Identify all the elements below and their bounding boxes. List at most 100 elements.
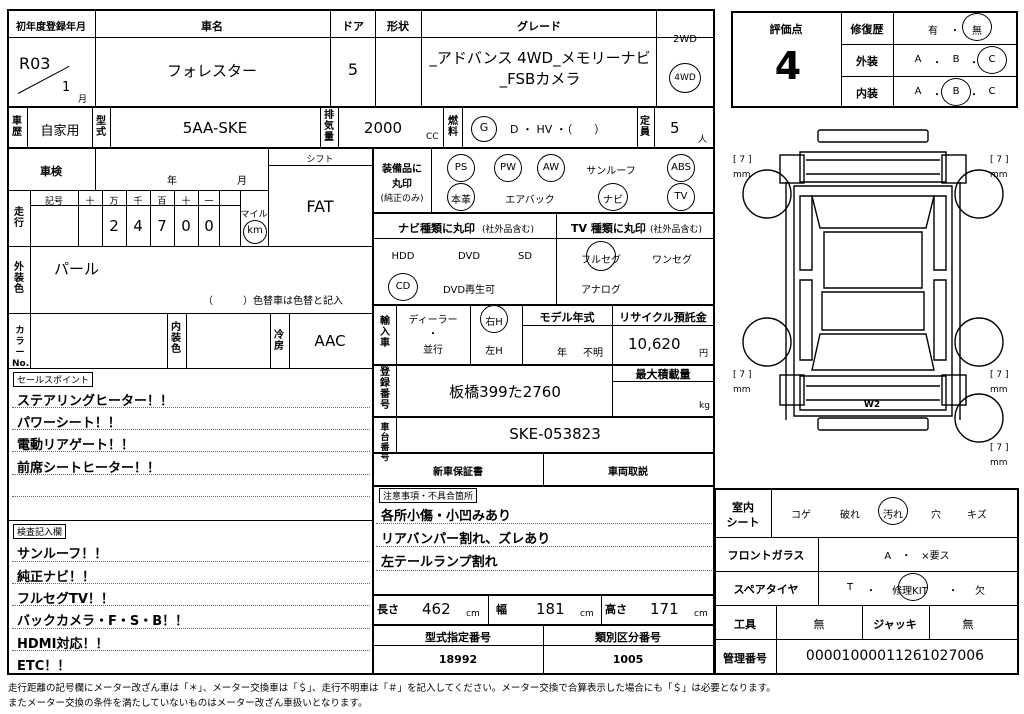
ext-grade-a: A [914,54,922,65]
ext-grade-c: C [988,54,996,65]
evaluation-box [731,11,1018,108]
digit-label-1: 十 [85,197,95,207]
ext-grade-sep2: ・ [969,58,979,69]
spare-none: 欠 [975,586,985,597]
spare-label: スペアタイヤ [733,583,799,596]
mile-label: マイル [240,210,268,220]
navi-dvd-playback: DVD再生可 [442,285,496,296]
int-grade-c: C [988,86,996,97]
capacity-label: 定員 [640,116,650,138]
mm-mark-4: [ 7 ] [990,370,1009,380]
sales-line-4: 前席シートヒーター！！ [17,461,161,476]
seat-label-2: シート [726,516,760,529]
jack-value: 無 [962,618,974,631]
height-cm: cm [694,609,708,619]
repair-yes: 有 [928,26,938,37]
usage-label: 車歴 [12,116,22,138]
ac-label: 冷房 [274,330,284,352]
equip-sunroof: サンルーフ [586,166,636,177]
seat-tear: 破れ [840,510,860,521]
max-load-kg: kg [699,401,710,411]
tv-sub: (社外品含む) [650,225,703,235]
equip-pw: PW [500,162,516,173]
int-grade-sep2: ・ [969,90,979,101]
import-dealer: ディーラー [408,315,458,326]
import-parallel: 並行 [423,345,443,356]
grade-line2: _FSBカメラ [499,70,581,88]
equip-ps-circle [447,154,475,182]
drive-4wd-circle [669,63,701,93]
footer-line-2: またメーター交換の条件を満たしていないものはメーター改ざん車扱いとなります。 [8,698,368,709]
exterior-color-label: 外装色 [14,262,24,295]
equip-leather: 本革 [451,195,471,206]
reg-month: 1 [62,80,71,95]
repair-sep: ・ [950,26,960,37]
car-name-label: 車名 [201,20,223,33]
shift-label: シフト [306,155,334,165]
equip-airbag: エアバック [505,195,555,206]
tv-oneseg: ワンセグ [652,255,692,266]
main-form-border [7,9,715,675]
km-circle [243,220,267,244]
navi-hdd: HDD [391,251,415,262]
navi-sub: (社外品含む) [482,225,535,235]
plate-label: 登録番号 [380,367,390,411]
ext-grade-sep1: ・ [932,58,942,69]
score-label: 評価点 [769,23,803,36]
equip-aw-circle [537,154,565,182]
seat-dirt-circle [878,497,908,525]
check-line-6: ETC！！ [17,659,71,674]
era-year: R03 [19,54,51,73]
mgmt-label: 管理番号 [723,652,767,665]
fuel-rest: D ・ HV ・（ ） [510,123,606,136]
check-line-5: HDMI対応！！ [17,637,109,652]
drive-2wd: 2WD [673,34,697,45]
plate-value: 板橋399た2760 [449,383,561,401]
recycle-yen: 円 [699,349,709,359]
shift: FAT [306,197,334,216]
category-value: 1005 [612,653,644,666]
equip-tv-circle [667,183,695,211]
digit-label-5: 十 [181,197,191,207]
tools-label: 工具 [734,618,756,631]
tv-label: TV 種類に丸印 [571,222,646,235]
equipment-label-1: 装備品に [382,164,422,175]
interior-grade-label: 内装 [856,87,878,100]
exterior-color: パール [54,260,100,278]
mm-mark-2: [ 7 ] [990,155,1009,165]
spare-kit: 修理KIT [892,586,928,597]
import-left-hand: 左H [485,346,503,357]
mm-unit-2: mm [990,170,1008,180]
tv-fullseg-circle [586,241,616,271]
footer-line-1: 走行距離の記号欄にメーター改ざん車は「＊」、メーター交換車は「＄」、走行不明車は… [8,683,776,694]
navi-label: ナビ種類に丸印 [398,222,475,235]
repair-label: 修復歴 [850,23,884,36]
mm-mark-3: [ 7 ] [733,370,752,380]
interior-color-label: 内装色 [171,322,181,355]
mileage-digit-3: 4 [133,217,143,235]
seat-scratch: キズ [967,510,987,521]
mileage-digit-5: 0 [181,217,191,235]
color-no-label: カラーNo. [12,326,30,369]
mgmt-value: 00001000011261027006 [805,648,985,664]
mileage-code-label: 記号 [44,197,64,207]
navi-cd: CD [395,281,411,292]
notes-label: 注意事項・不具合箇所 [379,488,478,503]
drive-4wd: 4WD [674,73,696,83]
tv-fullseg: フルセグ [581,255,621,266]
diagram-w2: W2 [863,400,881,410]
equip-abs: ABS [671,162,691,173]
repair-no-circle [962,13,992,41]
digit-label-6: 一 [204,197,214,207]
equip-abs-circle [667,154,695,182]
notes-line-2: リアバンパー割れ、ズレあり [381,532,551,547]
equip-ps: PS [454,162,468,173]
tv-analog: アナログ [581,285,621,296]
inspection-label: 車検 [40,165,62,178]
equip-navi: ナビ [603,195,623,206]
import-label: 輸入車 [380,316,390,349]
navi-dvd: DVD [457,251,481,262]
ac-value: AAC [314,332,346,350]
type-designation-value: 18992 [438,653,478,666]
mm-mark-1: [ 7 ] [733,155,752,165]
